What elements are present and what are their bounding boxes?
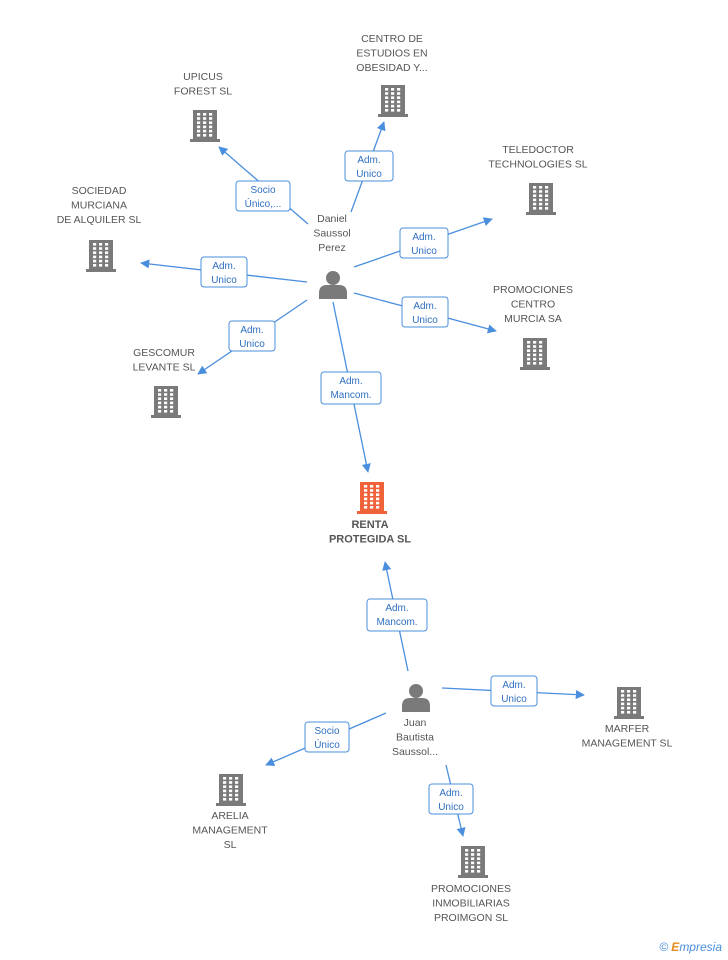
edge-label-line: Adm.	[339, 376, 362, 387]
edge-label-line: Adm.	[412, 232, 435, 243]
brand-logo-letter: E	[671, 940, 680, 954]
person-daniel-name-line: Saussol	[313, 228, 350, 240]
company-proimgon-name-line: PROIMGON SL	[434, 912, 508, 924]
building-icon	[520, 338, 550, 370]
company-renta-name-line: RENTA	[351, 519, 388, 531]
company-node-marfer[interactable]	[614, 687, 644, 719]
company-centro-name-line: OBESIDAD Y...	[356, 62, 427, 74]
building-icon	[357, 482, 387, 514]
building-icon	[151, 386, 181, 418]
company-arelia-name-line: MANAGEMENT	[192, 825, 268, 837]
edge-label-line: Único,...	[245, 197, 282, 210]
company-upicus-name-line: FOREST SL	[174, 86, 232, 98]
edge-label-juan-to-proimgon[interactable]: Adm. Unico	[428, 783, 474, 815]
edge-label-daniel-to-promociones_centro[interactable]: Adm. Unico	[401, 296, 449, 328]
edge-label-line: Unico	[412, 315, 438, 326]
edge-label-line: Unico	[211, 275, 237, 286]
company-proimgon-name-line: PROMOCIONES	[431, 883, 511, 895]
edge-label-line: Adm.	[439, 788, 462, 799]
person-daniel-name-line: Perez	[318, 242, 345, 254]
building-icon	[614, 687, 644, 719]
edge-label-line: Único	[314, 738, 340, 751]
company-arelia-name-line: SL	[224, 839, 237, 851]
company-node-upicus[interactable]	[190, 110, 220, 142]
edge-label-line: Unico	[501, 694, 527, 705]
company-node-centro[interactable]	[378, 85, 408, 117]
company-node-sociedad[interactable]	[86, 240, 116, 272]
edge-label-line: Socio	[314, 726, 339, 737]
edge-label-juan-to-marfer[interactable]: Adm. Unico	[490, 675, 538, 707]
edge-label-line: Adm.	[385, 603, 408, 614]
building-icon	[458, 846, 488, 878]
person-node-juan[interactable]	[402, 684, 430, 712]
edge-label-line: Unico	[438, 802, 464, 813]
copyright-symbol: ©	[659, 940, 669, 954]
building-icon	[190, 110, 220, 142]
edge-label-daniel-to-gescomur[interactable]: Adm. Unico	[228, 320, 276, 352]
company-promociones_centro-name-line: PROMOCIONES	[493, 284, 573, 296]
building-icon	[86, 240, 116, 272]
person-juan-name-line: Saussol...	[392, 746, 438, 758]
company-proimgon-name-line: INMOBILIARIAS	[432, 898, 510, 910]
edge-label-juan-to-renta[interactable]: Adm. Mancom.	[366, 598, 428, 632]
building-icon	[526, 183, 556, 215]
edge-label-daniel-to-upicus[interactable]: SocioÚnico,...	[235, 180, 291, 212]
empresia-brand[interactable]: ©Empresia	[659, 940, 722, 954]
company-arelia-name-line: ARELIA	[211, 810, 248, 822]
building-icon	[378, 85, 408, 117]
person-node-daniel[interactable]	[319, 271, 347, 299]
company-upicus-name-line: UPICUS	[183, 71, 223, 83]
edge-label-line: Adm.	[357, 155, 380, 166]
company-node-gescomur[interactable]	[151, 386, 181, 418]
person-juan-name-line: Juan	[404, 717, 427, 729]
edge-label-daniel-to-renta[interactable]: Adm. Mancom.	[320, 371, 382, 405]
company-promociones_centro-name-line: MURCIA SA	[504, 313, 562, 325]
company-teledoctor-name-line: TECHNOLOGIES SL	[488, 159, 587, 171]
edge-label-line: Adm.	[413, 301, 436, 312]
person-icon	[319, 271, 347, 299]
company-gescomur-name-line: GESCOMUR	[133, 347, 195, 359]
edge-label-line: Adm.	[502, 680, 525, 691]
edge-label-daniel-to-teledoctor[interactable]: Adm. Unico	[399, 227, 449, 259]
edge-label-line: Unico	[356, 169, 382, 180]
person-juan-name-line: Bautista	[396, 732, 434, 744]
company-teledoctor-name-line: TELEDOCTOR	[502, 144, 574, 156]
company-centro-name-line: ESTUDIOS EN	[356, 48, 427, 60]
company-gescomur-name-line: LEVANTE SL	[133, 362, 196, 374]
brand-name: mpresia	[679, 940, 722, 954]
person-icon	[402, 684, 430, 712]
building-icon	[216, 774, 246, 806]
company-node-arelia[interactable]	[216, 774, 246, 806]
company-renta-name-line: PROTEGIDA SL	[329, 534, 411, 546]
company-sociedad-name-line: DE ALQUILER SL	[57, 214, 142, 226]
company-node-proimgon[interactable]	[458, 846, 488, 878]
edge-label-daniel-to-centro[interactable]: Adm. Unico	[344, 150, 394, 182]
edge-label-line: Mancom.	[330, 390, 371, 401]
edge-label-line: Mancom.	[376, 617, 417, 628]
edge-label-daniel-to-sociedad[interactable]: Adm. Unico	[200, 256, 248, 288]
edge-label-line: Unico	[411, 246, 437, 257]
company-node-renta[interactable]	[357, 482, 387, 514]
company-sociedad-name-line: SOCIEDAD	[72, 185, 127, 197]
edge-label-line: Unico	[239, 339, 265, 350]
person-daniel-name-line: Daniel	[317, 213, 347, 225]
company-marfer-name-line: MANAGEMENT SL	[582, 738, 673, 750]
company-sociedad-name-line: MURCIANA	[71, 200, 127, 212]
company-promociones_centro-name-line: CENTRO	[511, 299, 555, 311]
company-node-promociones_centro[interactable]	[520, 338, 550, 370]
edge-label-line: Adm.	[240, 325, 263, 336]
edge-label-line: Socio	[250, 185, 275, 196]
company-marfer-name-line: MARFER	[605, 723, 650, 735]
edge-label-line: Adm.	[212, 261, 235, 272]
company-node-teledoctor[interactable]	[526, 183, 556, 215]
company-centro-name-line: CENTRO DE	[361, 33, 423, 45]
